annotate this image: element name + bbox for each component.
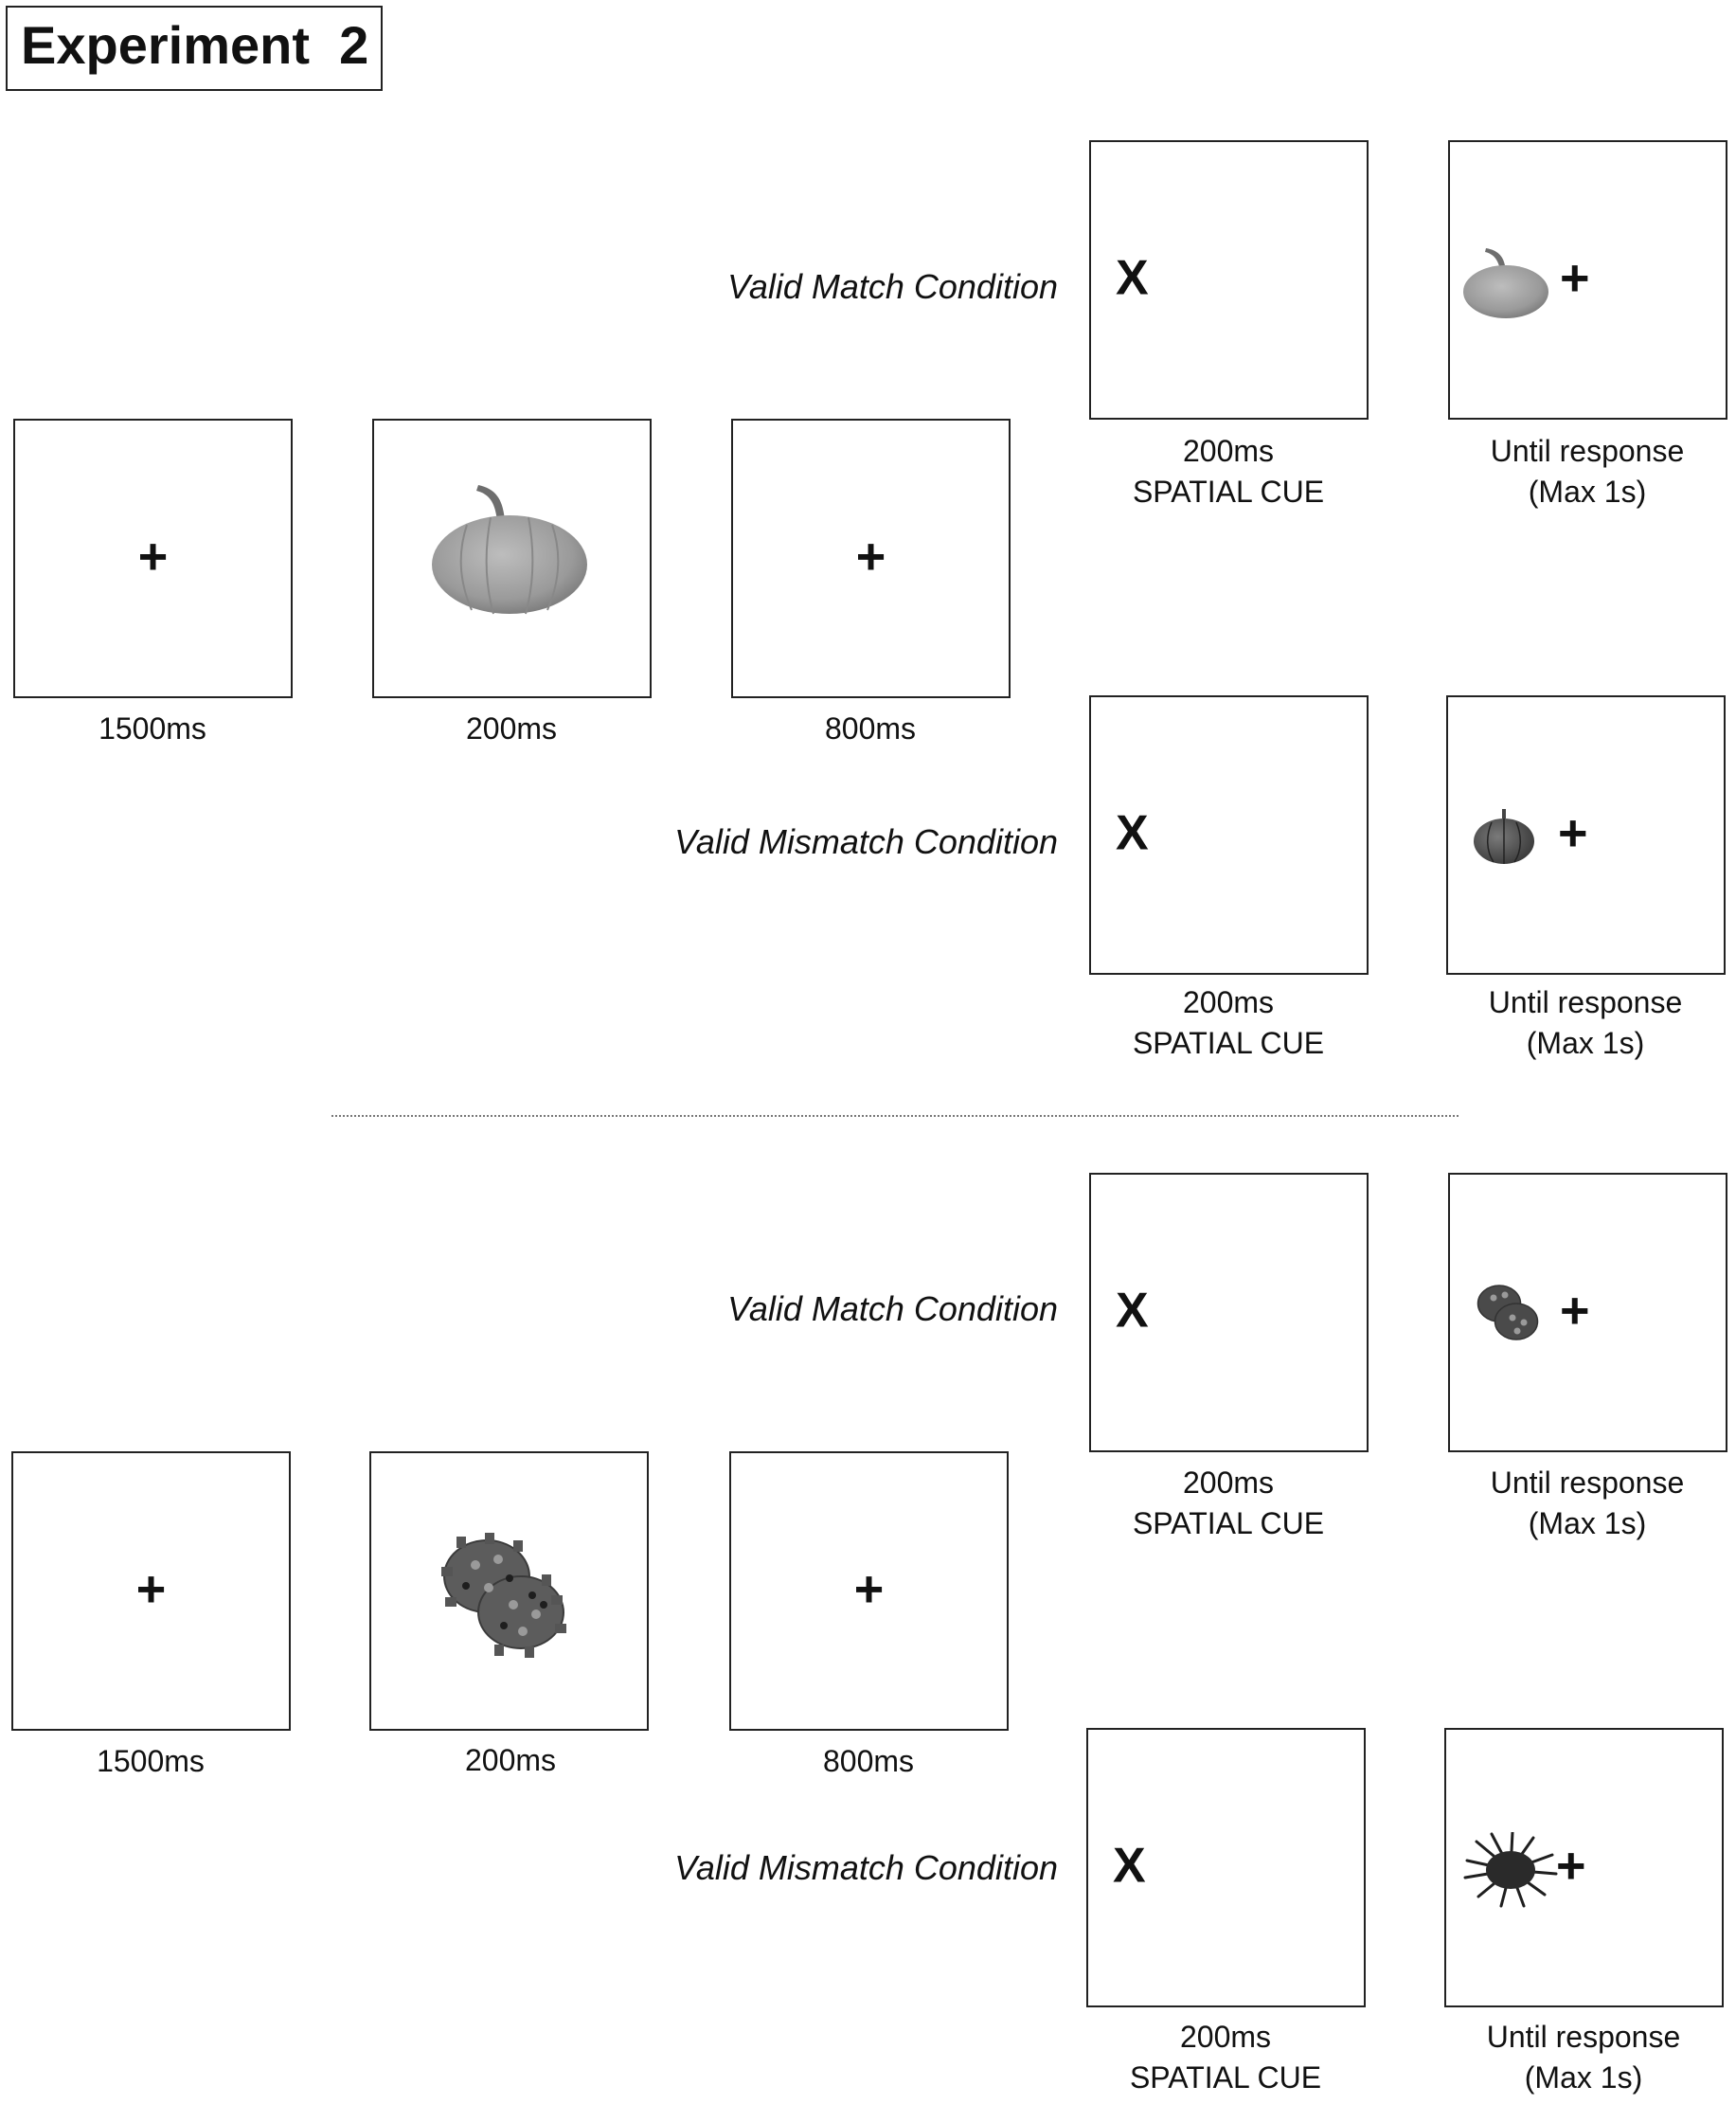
small-knobbed-object-image [1476, 1285, 1539, 1340]
fixation-duration-label: 1500ms [97, 1744, 205, 1778]
response-duration-label: Until response (Max 1s) [1434, 982, 1736, 1064]
cue-x-marker: X [1113, 1837, 1146, 1893]
response-frame: + [1448, 140, 1727, 420]
fixation-cross: + [853, 1559, 885, 1617]
response-max: (Max 1s) [1528, 475, 1647, 509]
spatial-cue-frame: X [1089, 695, 1369, 975]
cue-x-marker: X [1116, 804, 1149, 860]
fixation-duration-label: 1500ms [98, 711, 206, 746]
small-pumpkin-image [1463, 248, 1548, 318]
study-frame-top [372, 419, 652, 698]
cue-duration-label: 200ms SPATIAL CUE [1074, 2017, 1377, 2098]
cue-duration: 200ms [1182, 1466, 1275, 1500]
response-duration-label: Until response (Max 1s) [1436, 431, 1736, 513]
valid-match-condition-label: Valid Match Condition [727, 1289, 1058, 1328]
pumpkin-image [432, 485, 587, 615]
cue-duration: 200ms [1182, 985, 1275, 1019]
fixation-frame-bottom: + [11, 1451, 291, 1731]
spatial-cue-frame: X [1089, 1173, 1369, 1452]
cue-type: SPATIAL CUE [1132, 475, 1325, 509]
fixation-frame-top: + [13, 419, 293, 698]
fixation-cross: + [855, 527, 886, 584]
response-text: Until response [1490, 1466, 1685, 1500]
valid-mismatch-condition-label: Valid Mismatch Condition [674, 822, 1058, 861]
response-frame: + [1448, 1173, 1727, 1452]
delay-frame-top: + [731, 419, 1011, 698]
fixation-cross: + [1560, 248, 1590, 306]
spatial-cue-frame: X [1086, 1728, 1366, 2007]
figure-title: Experiment 2 [21, 15, 369, 75]
spatial-cue-frame: X [1089, 140, 1369, 420]
response-duration-label: Until response (Max 1s) [1432, 2017, 1735, 2098]
cue-duration: 200ms [1182, 434, 1275, 468]
cue-x-marker: X [1116, 1282, 1149, 1338]
valid-match-condition-label: Valid Match Condition [727, 267, 1058, 306]
fixation-cross: + [1560, 1281, 1590, 1339]
response-text: Until response [1490, 434, 1685, 468]
delay-frame-bottom: + [729, 1451, 1009, 1731]
cue-x-marker: X [1116, 249, 1149, 305]
fixation-cross: + [135, 1559, 167, 1617]
response-max: (Max 1s) [1526, 1026, 1645, 1060]
fixation-cross: + [1558, 803, 1588, 861]
cue-duration-label: 200ms SPATIAL CUE [1077, 431, 1380, 513]
dark-pumpkin-image [1474, 809, 1534, 864]
title-box: Experiment 2 [6, 6, 383, 91]
response-duration-label: Until response (Max 1s) [1436, 1463, 1736, 1544]
cue-duration: 200ms [1179, 2020, 1272, 2054]
valid-mismatch-condition-label: Valid Mismatch Condition [674, 1848, 1058, 1887]
delay-duration-label: 800ms [824, 711, 917, 746]
fixation-cross: + [1556, 1836, 1586, 1894]
knobbed-object-image [441, 1533, 566, 1658]
response-max: (Max 1s) [1524, 2060, 1643, 2095]
study-frame-bottom [369, 1451, 649, 1731]
cue-type: SPATIAL CUE [1132, 1506, 1325, 1540]
response-frame: + [1446, 695, 1726, 975]
delay-duration-label: 800ms [822, 1744, 915, 1778]
cue-type: SPATIAL CUE [1132, 1026, 1325, 1060]
cue-duration-label: 200ms SPATIAL CUE [1077, 982, 1380, 1064]
study-duration-label: 200ms [464, 1743, 557, 1777]
response-max: (Max 1s) [1528, 1506, 1647, 1540]
cue-duration-label: 200ms SPATIAL CUE [1077, 1463, 1380, 1544]
cue-type: SPATIAL CUE [1129, 2060, 1322, 2095]
panel-divider [331, 1115, 1459, 1117]
spiky-object-image [1463, 1832, 1558, 1908]
study-duration-label: 200ms [465, 711, 558, 746]
response-text: Until response [1488, 985, 1683, 1019]
fixation-cross: + [137, 527, 169, 584]
response-text: Until response [1486, 2020, 1681, 2054]
response-frame: + [1444, 1728, 1724, 2007]
